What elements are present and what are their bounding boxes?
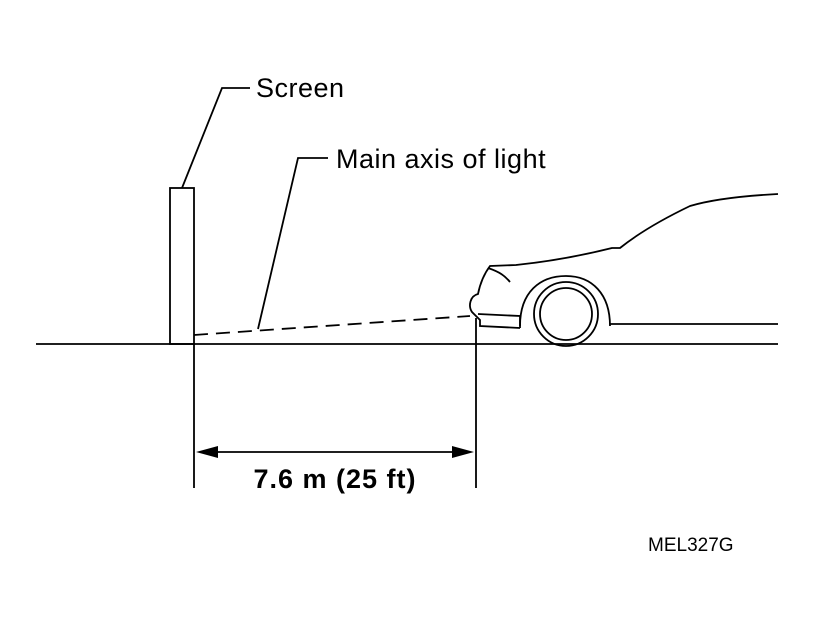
front-rim — [539, 287, 593, 341]
hood-line — [487, 267, 511, 283]
car-illustration — [469, 193, 779, 347]
dimension-arrow-left — [196, 446, 218, 458]
wheel-arch — [519, 275, 611, 327]
dimension-arrow-right — [452, 446, 474, 458]
front-tire — [533, 281, 599, 347]
screen-leader-line — [181, 87, 250, 189]
main-axis-label: Main axis of light — [336, 144, 546, 174]
axis-leader-line — [257, 157, 328, 330]
figure-code: MEL327G — [648, 535, 734, 556]
screen-post — [169, 187, 195, 345]
light-axis-line — [193, 315, 471, 336]
distance-label: 7.6 m (25 ft) — [253, 464, 416, 494]
screen-label: Screen — [256, 73, 345, 103]
car-body — [469, 193, 779, 329]
